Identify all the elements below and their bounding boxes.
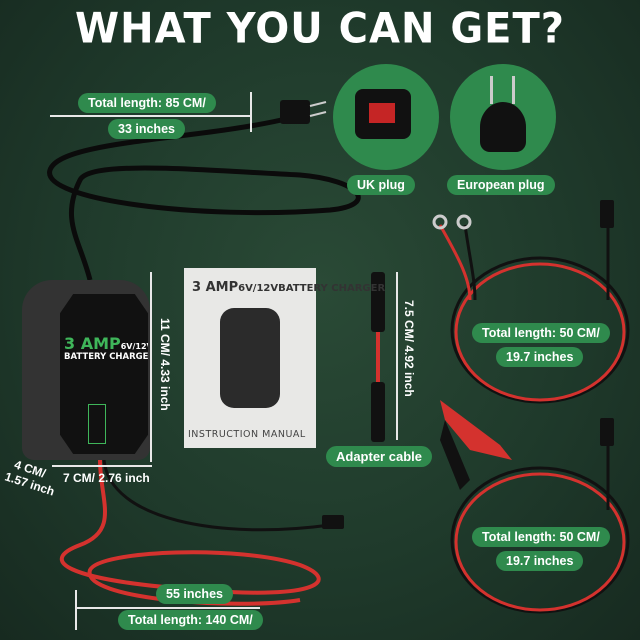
page-title: WHAT YOU CAN GET? xyxy=(75,4,565,54)
sae-connector-icon xyxy=(600,200,614,228)
dimension-line xyxy=(396,272,398,440)
manual-amp: 3 AMP xyxy=(192,280,239,295)
clamp-cable-length-cm: Total length: 50 CM/ xyxy=(472,527,610,547)
charger-amp: 3 AMP xyxy=(64,334,121,353)
dimension-line xyxy=(250,92,252,132)
charger-height: 11 CM/ 4.33 inch xyxy=(158,318,172,411)
uk-plug-image xyxy=(333,64,439,170)
dimension-line xyxy=(52,465,152,467)
power-cord-length-in: 33 inches xyxy=(108,119,185,139)
clamp-black-icon xyxy=(440,420,470,490)
sae-connector-icon xyxy=(600,418,614,446)
ring-cable xyxy=(438,215,630,404)
us-plug-icon xyxy=(280,100,310,124)
clamp-cable-length-in: 19.7 inches xyxy=(496,551,584,571)
eu-plug-icon xyxy=(480,102,526,152)
ring-cable-length-in: 19.7 inches xyxy=(496,347,584,367)
charger-name: BATTERY CHARGER xyxy=(64,352,155,362)
uk-plug-icon xyxy=(355,89,411,139)
manual-header: 6V/12VBATTERY CHARGER xyxy=(238,283,386,294)
adapter-cable-illustration xyxy=(371,272,385,442)
charger-voltage: 6V/12V xyxy=(120,342,153,351)
output-cable-length-cm: Total length: 140 CM/ xyxy=(118,610,263,630)
dimension-line xyxy=(150,272,152,462)
uk-plug-label: UK plug xyxy=(347,175,415,195)
clamp-red-icon xyxy=(440,400,512,460)
manual-footer: INSTRUCTION MANUAL xyxy=(188,429,306,440)
charger-width: 7 CM/ 2.76 inch xyxy=(63,471,150,485)
clamp-cable xyxy=(450,430,630,614)
adapter-size: 7.5 CM/ 4.92 inch xyxy=(402,300,416,397)
power-cord xyxy=(47,115,361,281)
output-cable-length-in: 55 inches xyxy=(156,584,233,604)
dimension-line xyxy=(50,115,250,117)
instruction-manual: 3 AMP6V/12VBATTERY CHARGER INSTRUCTION M… xyxy=(184,268,385,448)
ring-terminal-icon xyxy=(456,214,472,230)
dimension-line xyxy=(75,607,260,609)
output-cable xyxy=(59,459,331,606)
eu-plug-label: European plug xyxy=(447,175,555,195)
ring-terminal-icon xyxy=(432,214,448,230)
dimension-line xyxy=(75,590,77,630)
ring-cable-length-cm: Total length: 50 CM/ xyxy=(472,323,610,343)
adapter-cable-label: Adapter cable xyxy=(326,446,432,467)
eu-plug-image xyxy=(450,64,556,170)
sae-connector-icon xyxy=(322,515,344,529)
power-cord-length-cm: Total length: 85 CM/ xyxy=(78,93,216,113)
manual-charger-image xyxy=(220,308,280,408)
battery-charger-image: 3 AMP6V/12V BATTERY CHARGER xyxy=(22,272,152,462)
